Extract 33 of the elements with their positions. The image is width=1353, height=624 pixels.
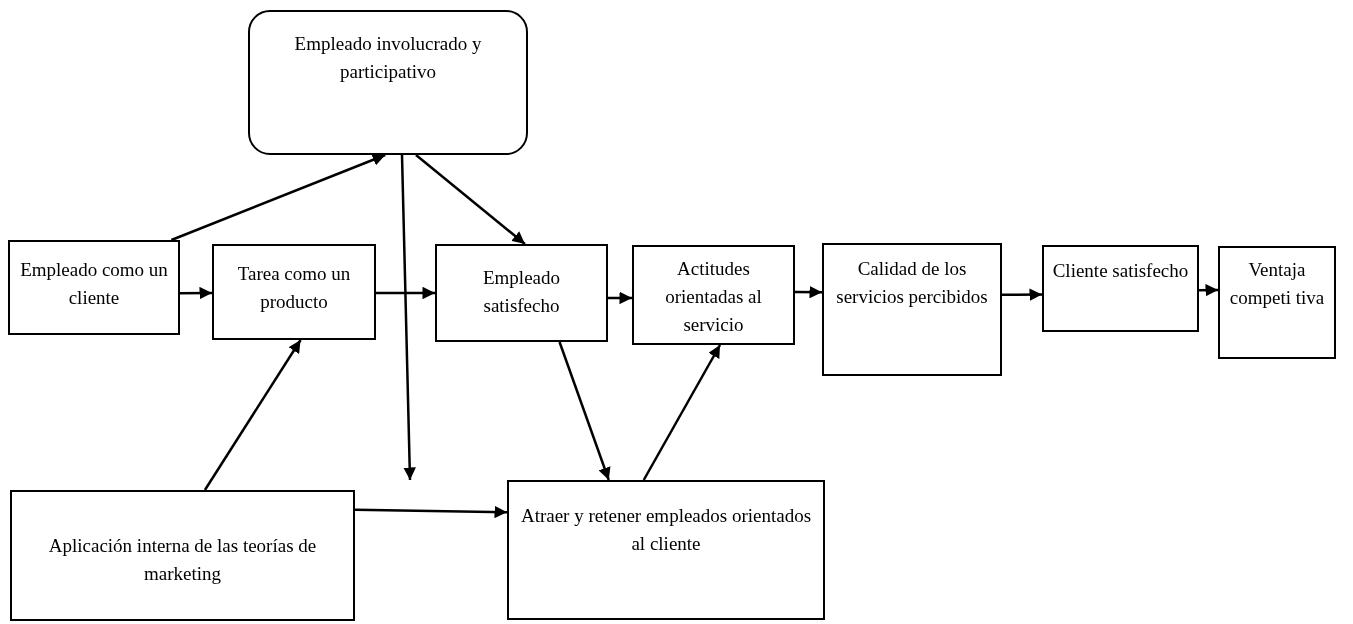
arrow (1002, 288, 1042, 301)
arrow (642, 344, 722, 481)
arrow (203, 339, 302, 491)
node-label: Ventaja competi tiva (1228, 258, 1326, 310)
node-label: Atraer y retener empleados orientados al cliente (519, 504, 813, 556)
arrow (180, 286, 212, 300)
process-box (507, 480, 825, 620)
node-label: Empleado satisfecho (482, 266, 561, 318)
arrow (354, 505, 508, 519)
arrow (558, 341, 611, 481)
arrow (1199, 283, 1218, 297)
process-box (632, 245, 795, 345)
process-box (435, 244, 608, 342)
node-label: Empleado como un cliente (19, 258, 169, 310)
node-label: Actitudes orientadas al servicio (664, 257, 763, 337)
process-box (212, 244, 376, 340)
rounded-box (248, 10, 528, 155)
process-box (822, 243, 1002, 376)
process-box (8, 240, 180, 335)
process-box (1218, 246, 1336, 359)
arrow (400, 154, 416, 481)
process-box (1042, 245, 1199, 332)
arrow (376, 286, 435, 300)
arrow (795, 285, 822, 299)
arrow (415, 154, 526, 245)
node-label: Cliente satisfecho (1052, 259, 1189, 283)
node-label: Calidad de los servicios percibidos (835, 257, 989, 309)
process-box (10, 490, 355, 621)
node-label: Aplicación interna de las teorías de marketing (47, 534, 318, 586)
arrow (608, 291, 632, 305)
node-label: Empleado involucrado y participativo (293, 32, 483, 84)
node-label: Tarea como un producto (236, 262, 352, 314)
arrow (170, 153, 386, 242)
